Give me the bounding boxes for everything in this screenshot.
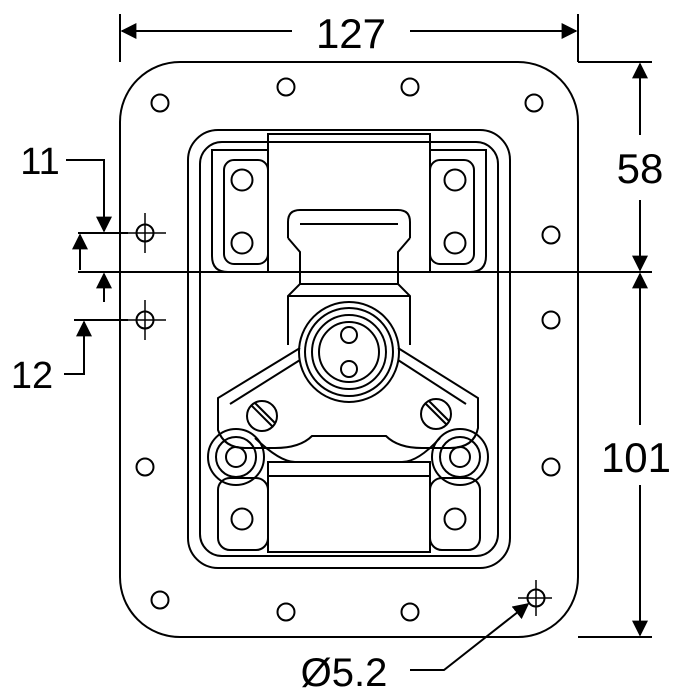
handle-rivets <box>246 398 452 432</box>
hole-offset-upper-dimension <box>66 159 128 270</box>
mounting-hole <box>135 457 155 477</box>
mounting-hole <box>150 590 170 610</box>
lower-height-label: 101 <box>601 434 671 481</box>
width-dimension <box>119 14 579 62</box>
lower-height-dimension <box>578 272 652 638</box>
mounting-hole <box>276 77 296 97</box>
upper-height-dimension <box>578 61 652 272</box>
butterfly-handle <box>217 347 479 449</box>
upper-bracket <box>211 133 487 273</box>
mounting-hole <box>541 225 561 245</box>
hinge-knuckles <box>207 428 489 486</box>
recessed-dish-outer <box>187 129 511 569</box>
mounting-hole <box>400 77 420 97</box>
mounting-hole <box>276 602 296 622</box>
lock-cylinder <box>298 301 400 403</box>
hole-crosshairs <box>128 213 552 616</box>
hole-offset-lower-dimension <box>64 272 128 375</box>
hole-diameter-label: Ø5.2 <box>301 651 388 695</box>
upper-height-label: 58 <box>617 145 664 192</box>
mounting-hole <box>541 457 561 477</box>
mounting-hole <box>400 602 420 622</box>
recessed-dish-inner <box>199 141 499 557</box>
latch-hook <box>287 209 411 345</box>
mounting-hole <box>150 93 170 113</box>
outer-flange-plate <box>119 61 579 638</box>
mounting-hole <box>541 310 561 330</box>
width-dimension-label: 127 <box>316 10 386 57</box>
hole-offset-lower-label: 12 <box>11 355 53 397</box>
mounting-hole <box>524 93 544 113</box>
hole-diameter-leader <box>410 603 530 671</box>
hole-offset-upper-label: 11 <box>20 141 59 183</box>
